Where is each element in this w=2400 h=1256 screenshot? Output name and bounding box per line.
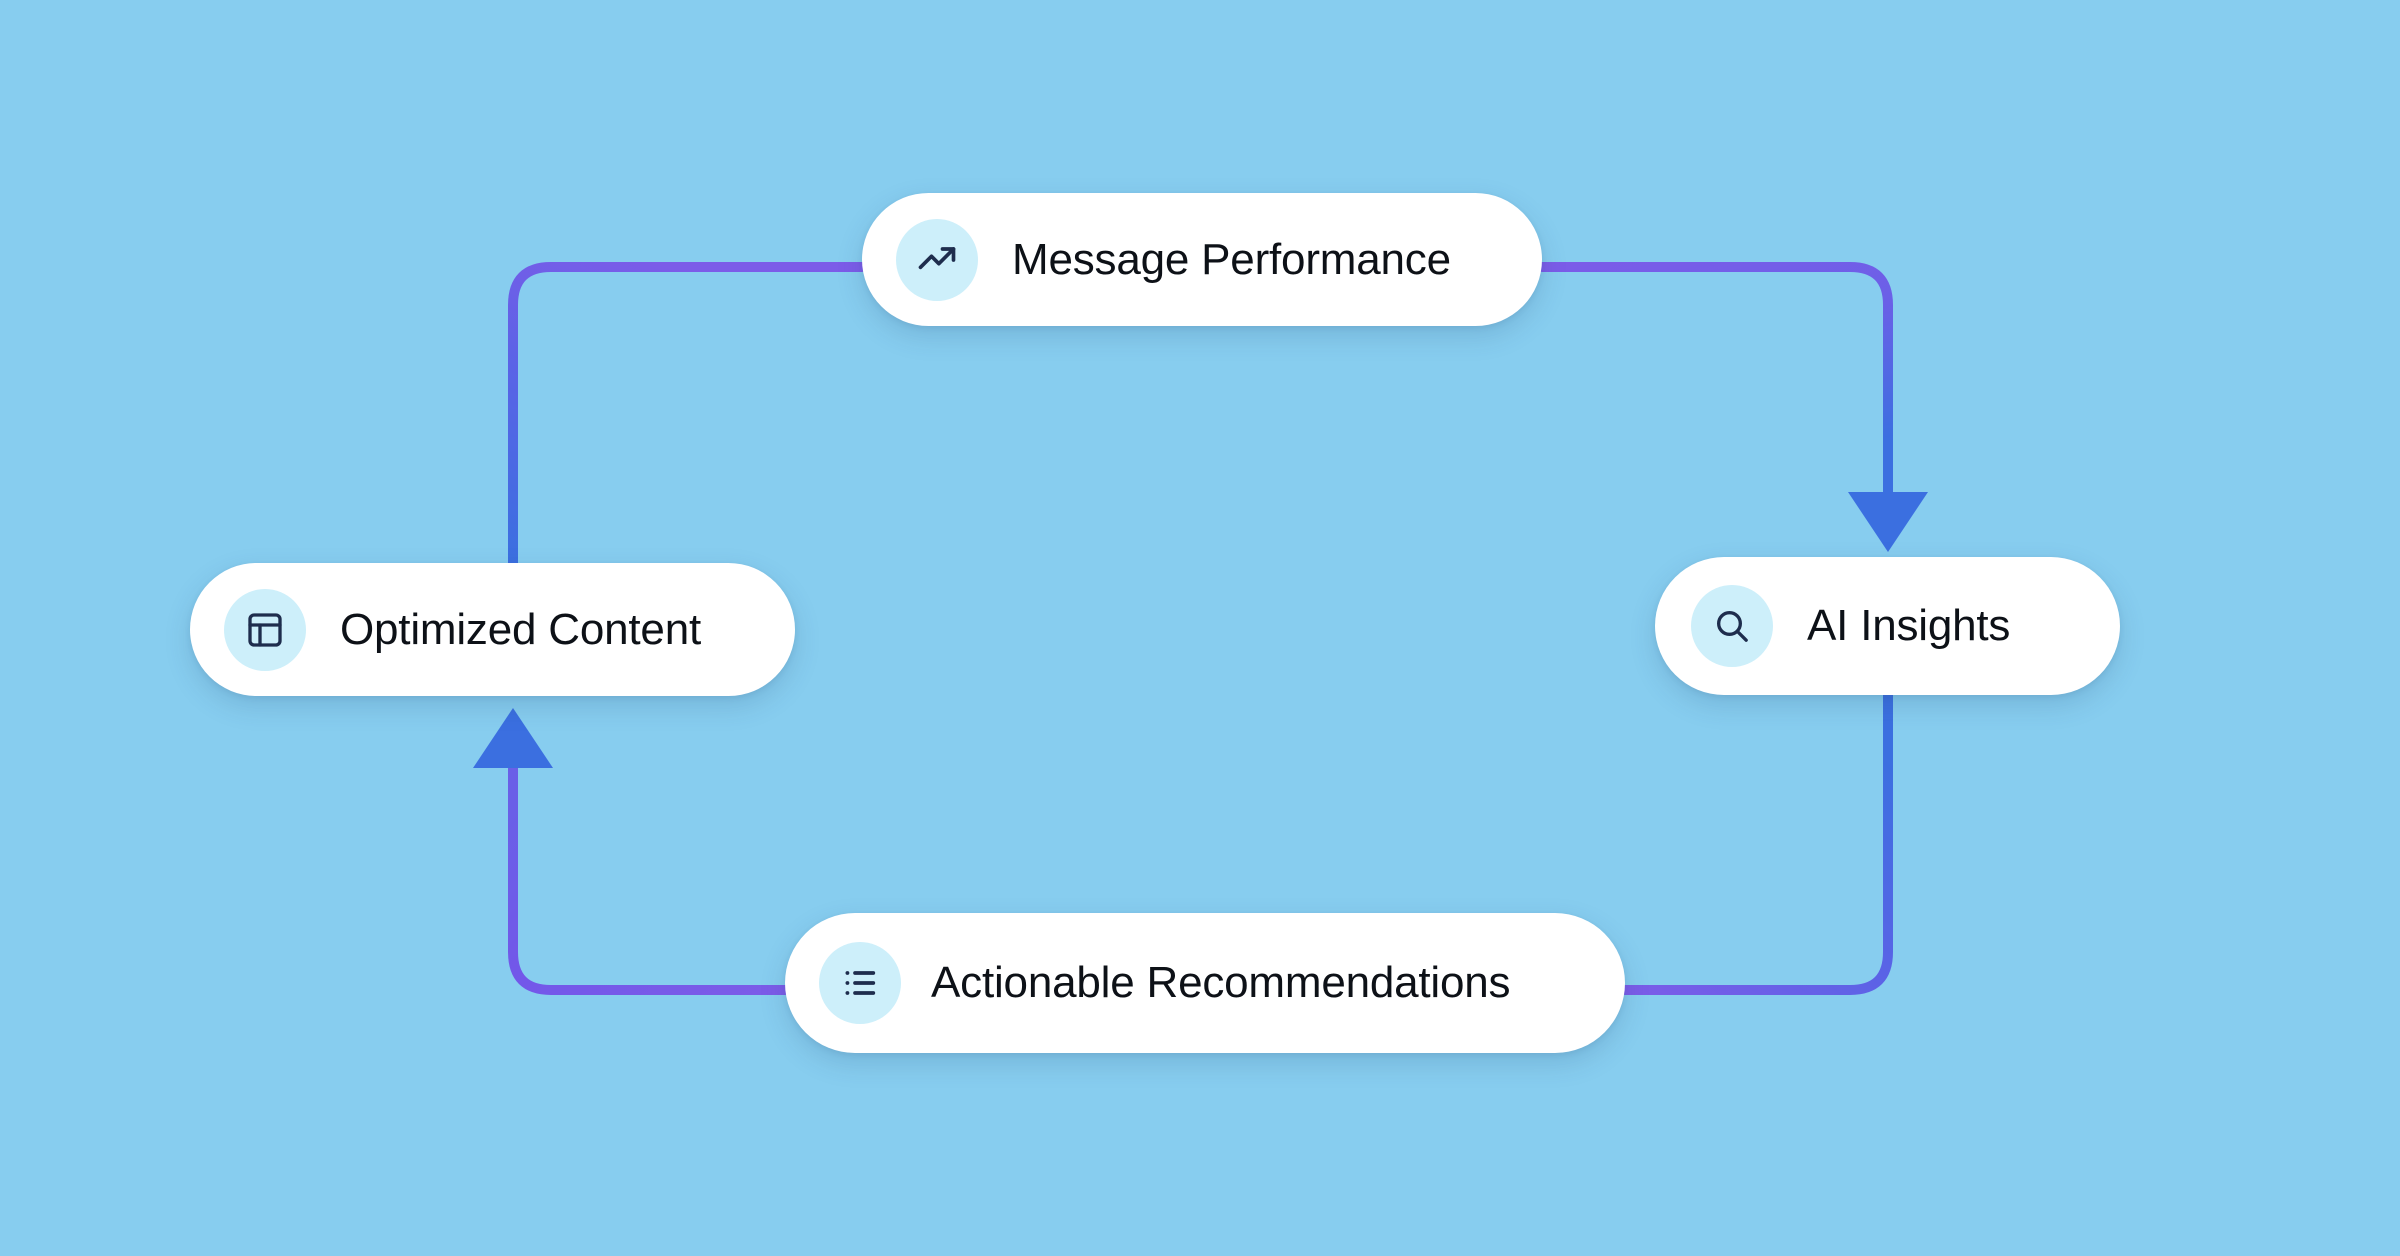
arrowhead-down-into-ai-insights (1848, 492, 1928, 552)
node-label-message-performance: Message Performance (1012, 234, 1451, 284)
search-icon (1717, 611, 1748, 642)
arrowhead-up-into-optimized-content (473, 708, 553, 768)
layout-panel-icon-badge (224, 588, 306, 671)
connector-ai-insights-to-actionable-recommendations (1620, 690, 1893, 995)
node-label-ai-insights: AI Insights (1807, 601, 2011, 650)
list-icon (845, 971, 876, 995)
list-icon-badge (819, 942, 901, 1024)
connector-message-performance-to-ai-insights (1537, 262, 1893, 497)
node-label-actionable-recommendations: Actionable Recommendations (931, 958, 1511, 1007)
trending-up-icon-badge (896, 218, 978, 301)
node-message-performance[interactable]: Message Performance (862, 193, 1542, 326)
search-icon-badge (1691, 585, 1773, 667)
connector-actionable-recommendations-to-optimized-content (508, 763, 790, 995)
trending-up-icon (918, 246, 956, 269)
layout-panel-icon (248, 612, 282, 647)
node-ai-insights[interactable]: AI Insights (1655, 557, 2120, 695)
node-optimized-content[interactable]: Optimized Content (190, 563, 795, 696)
node-label-optimized-content: Optimized Content (340, 604, 701, 654)
node-actionable-recommendations[interactable]: Actionable Recommendations (785, 913, 1625, 1053)
connector-optimized-content-to-message-performance (508, 262, 867, 568)
